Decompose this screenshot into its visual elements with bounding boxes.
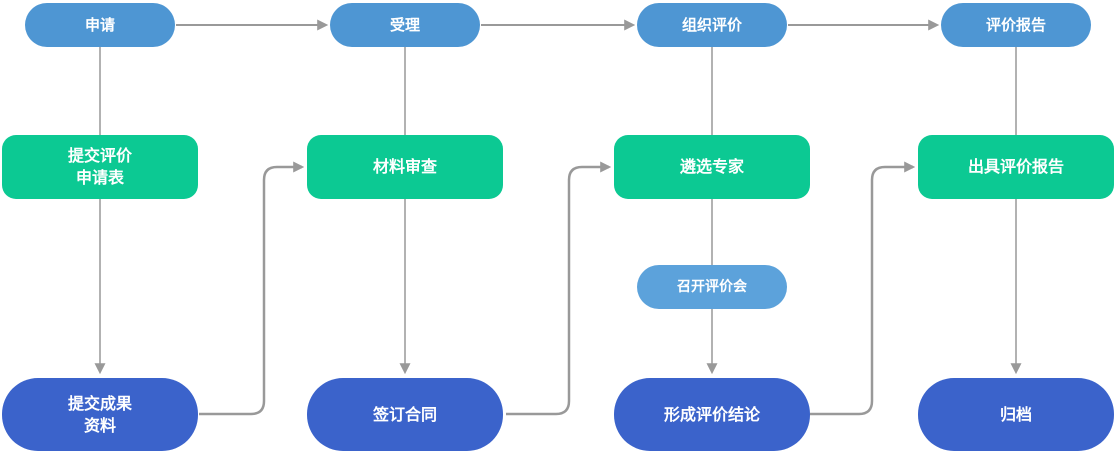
stage-evaluation-report: 评价报告 xyxy=(941,3,1091,47)
task-issue-evaluation-report: 出具评价报告 xyxy=(918,135,1114,199)
arrow-achievement-to-material-review xyxy=(199,161,305,416)
result-sign-contract: 签订合同 xyxy=(307,378,503,451)
task-material-review: 材料审查 xyxy=(307,135,503,199)
arrow-contract-to-select-experts xyxy=(506,161,612,416)
result-archive: 归档 xyxy=(918,378,1114,451)
stage-accept: 受理 xyxy=(330,3,480,47)
stage-apply: 申请 xyxy=(25,3,175,47)
task-select-experts: 遴选专家 xyxy=(614,135,810,199)
arrow-conclusion-to-issue-report xyxy=(810,161,916,416)
task-submit-evaluation-application-form: 提交评价 申请表 xyxy=(2,135,198,199)
result-submit-achievement-materials: 提交成果 资料 xyxy=(2,378,198,451)
meeting-hold-evaluation-meeting: 召开评价会 xyxy=(637,265,787,309)
stage-organize-evaluation: 组织评价 xyxy=(637,3,787,47)
result-form-evaluation-conclusion: 形成评价结论 xyxy=(614,378,810,451)
